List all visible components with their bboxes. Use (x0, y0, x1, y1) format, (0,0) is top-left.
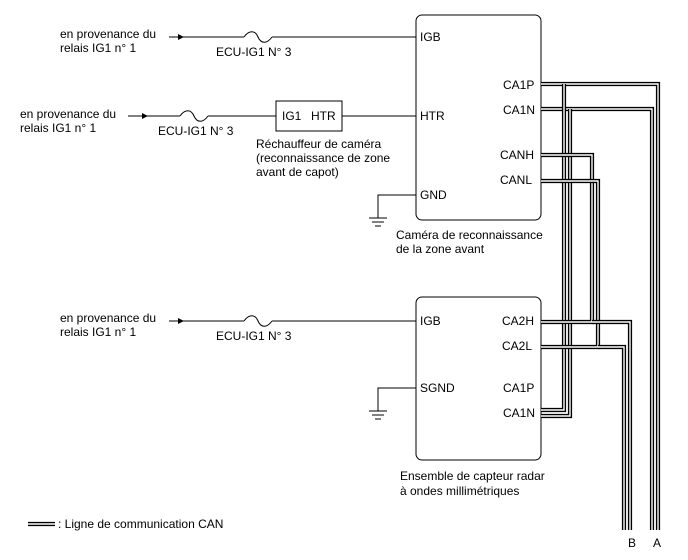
heater-caption-3: avant de capot) (256, 165, 339, 179)
supply-line-low: en provenance du relais IG1 n° 1 ECU-IG1… (60, 311, 416, 343)
fuse-icon (179, 110, 209, 122)
supply-line-top: en provenance du relais IG1 n° 1 ECU-IG1… (60, 27, 416, 59)
source-label-low-1: en provenance du (60, 311, 156, 325)
can-line-camera-ca1p-branch (541, 84, 567, 413)
radar-caption-2: à ondes millimétriques (400, 484, 519, 498)
fuse-label-low: ECU-IG1 N° 3 (216, 329, 292, 343)
supply-line-mid: en provenance du relais IG1 n° 1 ECU-IG1… (20, 100, 416, 179)
source-label-low-2: relais IG1 n° 1 (60, 325, 136, 339)
fuse-icon (243, 31, 273, 43)
radar-pin-ca2l: CA2L (502, 339, 532, 353)
can-line-camera-ca1n-branch (541, 109, 573, 419)
camera-pin-htr: HTR (420, 109, 445, 123)
fuse-label-top: ECU-IG1 N° 3 (216, 45, 292, 59)
can-bus-lines (541, 81, 661, 530)
camera-pin-ca1p: CA1P (503, 78, 534, 92)
radar-caption-1: Ensemble de capteur radar (400, 469, 545, 483)
legend: : Ligne de communication CAN (28, 517, 223, 531)
radar-pin-ca1p: CA1P (503, 381, 534, 395)
radar-pin-ca2h: CA2H (502, 314, 534, 328)
ground-icon (369, 217, 387, 227)
legend-label: : Ligne de communication CAN (58, 517, 223, 531)
source-label-top-1: en provenance du (60, 27, 156, 41)
bus-end-label-a: A (653, 536, 661, 550)
camera-caption-2: de la zone avant (396, 242, 485, 256)
can-line-camera-canh (541, 152, 595, 325)
camera-pin-gnd: GND (420, 188, 447, 202)
camera-box (415, 14, 542, 221)
camera-pin-canl: CANL (500, 173, 532, 187)
camera-caption-1: Caméra de reconnaissance (396, 228, 543, 242)
ground-icon (369, 410, 387, 420)
radar-unit: IGB SGND CA2H CA2L CA1P CA1N Ensemble de… (400, 296, 545, 498)
fuse-icon (243, 315, 273, 327)
radar-pin-igb: IGB (420, 314, 441, 328)
can-line-camera-ca1n (541, 106, 655, 530)
arrow-head-icon (178, 318, 184, 324)
source-label-mid-2: relais IG1 n° 1 (20, 121, 96, 135)
camera-pin-canh: CANH (500, 148, 534, 162)
bus-end-label-b: B (628, 536, 636, 550)
camera-pin-igb: IGB (420, 30, 441, 44)
heater-pin-ig1: IG1 (282, 109, 302, 123)
radar-pin-ca1n: CA1N (503, 406, 535, 420)
heater-caption-1: Réchauffeur de caméra (256, 137, 382, 151)
fuse-label-mid: ECU-IG1 N° 3 (158, 124, 234, 138)
camera-unit: IGB HTR GND CA1P CA1N CANH CANL Caméra d… (396, 14, 543, 256)
radar-pin-sgnd: SGND (420, 381, 455, 395)
heater-caption-2: (reconnaissance de zone (256, 151, 390, 165)
source-label-mid-1: en provenance du (20, 107, 116, 121)
source-label-top-2: relais IG1 n° 1 (60, 41, 136, 55)
camera-ground (369, 194, 416, 227)
can-line-camera-ca1p (541, 81, 661, 530)
can-line-radar-ca2h (592, 319, 633, 530)
arrow-head-icon (142, 113, 148, 119)
camera-heater-box (275, 100, 343, 132)
can-line-radar-ca2l (598, 344, 627, 530)
camera-pin-ca1n: CA1N (503, 103, 535, 117)
heater-pin-htr: HTR (311, 109, 336, 123)
arrow-head-icon (178, 34, 184, 40)
radar-ground (369, 387, 416, 420)
can-line-camera-canl (541, 178, 601, 350)
radar-box (415, 296, 542, 461)
